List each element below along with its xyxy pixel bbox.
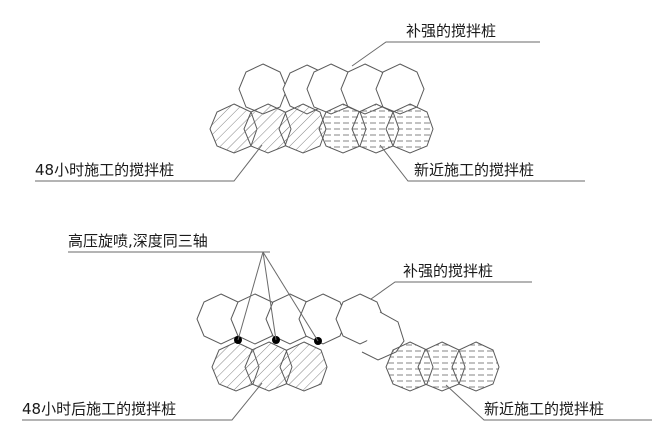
leader-line [445,384,652,421]
old-pile [279,341,328,392]
leader-line [262,251,277,341]
leader-line [237,251,264,341]
bottom-new-label: 新近施工的搅拌桩 [484,400,604,418]
new-pile [451,341,500,392]
bottom-reinforce-label: 补强的搅拌桩 [403,262,493,280]
leader-line [262,251,319,342]
old-pile [278,103,327,154]
new-pile [385,103,434,154]
top-old-label: 48小时施工的搅拌桩 [35,161,174,179]
top-new-piles [318,103,434,154]
bottom-upper-row-piles [196,293,405,361]
top-old-piles [209,103,327,154]
leader-line [351,41,540,67]
top-reinforce-label: 补强的搅拌桩 [406,22,496,40]
top-new-label: 新近施工的搅拌桩 [414,161,534,179]
bottom-jet-label: 高压旋喷,深度同三轴 [68,232,208,250]
pile [375,63,425,115]
bottom-new-piles [385,341,500,392]
leader-line [379,144,585,182]
bottom-old-label: 48小时后施工的搅拌桩 [22,400,176,418]
leader-line [370,281,532,300]
leader-line [35,144,263,182]
leader-line [22,382,263,421]
top-upper-row-piles [238,63,425,115]
bottom-old-piles [211,341,328,392]
